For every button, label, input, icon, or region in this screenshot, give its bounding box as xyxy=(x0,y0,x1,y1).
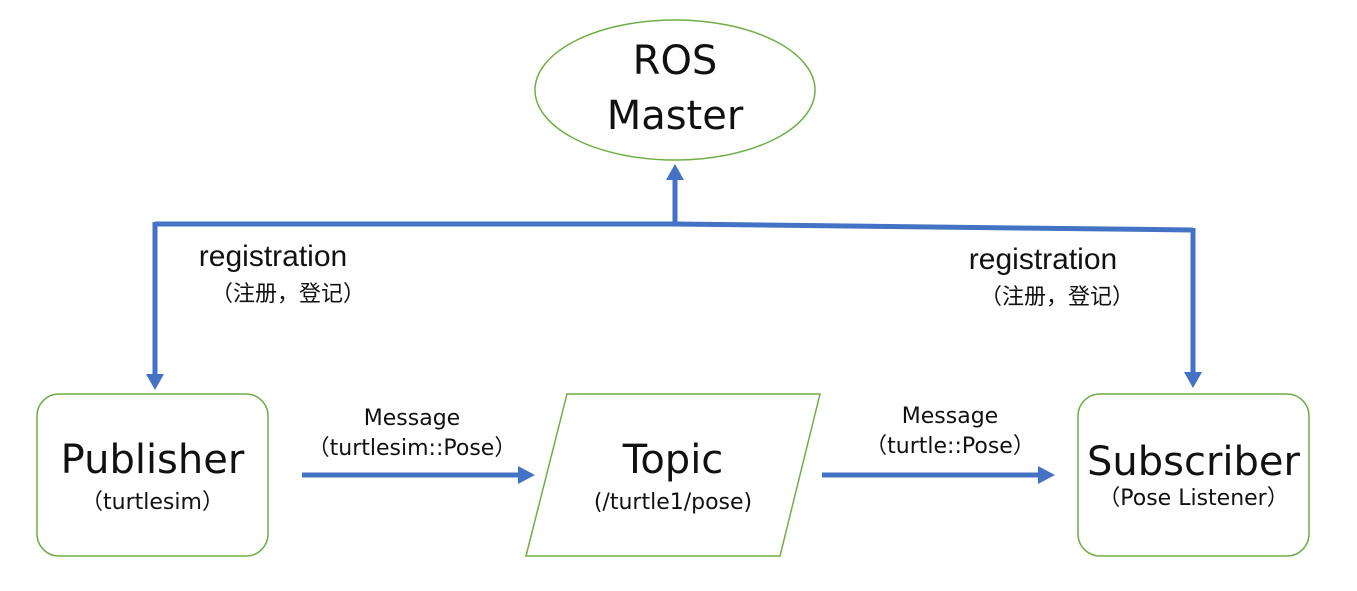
topic-title: Topic xyxy=(622,437,724,483)
subscriber-title: Subscriber xyxy=(1087,439,1300,485)
message-pub-to-topic-type: （turtlesim::Pose） xyxy=(307,436,517,461)
message-topic-to-sub-type: （turtle::Pose） xyxy=(865,434,1035,459)
registration-left-arrowhead xyxy=(146,374,164,390)
ros-master-label-line1: ROS xyxy=(632,38,718,84)
message-topic-to-sub-label: Message xyxy=(901,404,999,429)
registration-right-label: registration xyxy=(968,243,1118,276)
ros-master-node xyxy=(534,19,816,161)
registration-master-arrowhead xyxy=(666,164,684,180)
ros-master-label-line2: Master xyxy=(606,93,744,139)
message-topic-to-sub-arrowhead xyxy=(1038,466,1055,484)
topic-subtitle: (/turtle1/pose) xyxy=(593,490,753,515)
message-pub-to-topic-arrowhead xyxy=(518,466,535,484)
publisher-title: Publisher xyxy=(60,437,245,483)
registration-left-label: registration xyxy=(198,240,348,273)
message-pub-to-topic-label: Message xyxy=(363,406,461,431)
subscriber-node xyxy=(1077,393,1310,557)
subscriber-subtitle: （Pose Listener） xyxy=(1098,486,1289,511)
registration-right-label-cn: （注册，登记） xyxy=(979,285,1134,310)
topic-node xyxy=(525,393,821,557)
publisher-subtitle: （turtlesim） xyxy=(81,490,224,515)
registration-left-label-cn: （注册，登记） xyxy=(210,282,365,307)
registration-right-arrowhead xyxy=(1184,372,1202,388)
publisher-node xyxy=(36,393,269,557)
